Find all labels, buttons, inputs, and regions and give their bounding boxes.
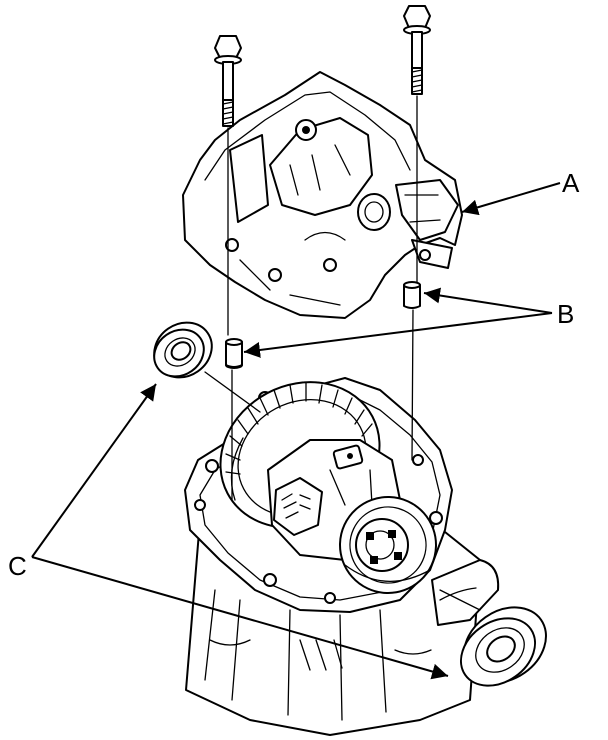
callout-c-label: C (8, 551, 27, 581)
alignment-guides (204, 95, 481, 611)
dowel-pin-left (225, 338, 243, 369)
callout-c: C (8, 383, 449, 680)
oil-seal-lower (459, 606, 547, 687)
callout-c-leader-upper (31, 383, 157, 558)
callout-c-leader-lower (31, 556, 449, 680)
bolt-right (403, 5, 431, 95)
callout-b-leader-lower (243, 312, 553, 358)
callout-b: B (243, 287, 574, 358)
bolt-left (214, 35, 242, 127)
oil-seal-upper (153, 321, 213, 379)
callout-b-leader-upper (423, 287, 553, 314)
dowel-pin-right (403, 281, 421, 309)
callout-a-leader (461, 182, 561, 216)
upper-case-cover (182, 71, 463, 319)
callout-a-label: A (562, 168, 580, 198)
callout-b-label: B (557, 299, 574, 329)
carrier-bearing-hub (339, 496, 437, 594)
callout-a: A (461, 168, 580, 216)
